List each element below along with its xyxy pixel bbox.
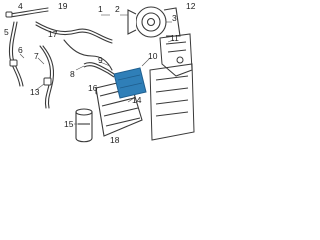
callout-18: 18 xyxy=(110,135,120,145)
callout-2: 2 xyxy=(115,4,120,14)
parts-diagram: 1 2 3 4 5 6 7 8 9 10 11 12 13 14 15 16 1… xyxy=(0,0,200,147)
mounting-bracket xyxy=(159,33,193,77)
callout-9: 9 xyxy=(98,55,103,65)
heat-shield xyxy=(149,63,195,141)
callout-15: 15 xyxy=(64,119,74,129)
module-hose xyxy=(83,62,115,78)
callout-8: 8 xyxy=(70,69,75,79)
callout-6: 6 xyxy=(18,45,23,55)
callout-12: 12 xyxy=(186,1,196,11)
leader-lines xyxy=(19,14,175,125)
callout-16: 16 xyxy=(88,83,98,93)
parts-drawing xyxy=(5,6,195,143)
callout-10: 10 xyxy=(148,51,158,61)
callout-17: 17 xyxy=(48,29,58,39)
callout-3: 3 xyxy=(172,13,177,23)
callout-4: 4 xyxy=(18,1,23,11)
callout-1: 1 xyxy=(98,4,103,14)
callout-13: 13 xyxy=(30,87,40,97)
callout-11: 11 xyxy=(170,33,179,43)
callout-19: 19 xyxy=(58,1,68,11)
callout-5: 5 xyxy=(4,27,9,37)
callout-14: 14 xyxy=(132,95,142,105)
callout-7: 7 xyxy=(34,51,39,61)
accumulator xyxy=(75,108,93,143)
highlighted-module xyxy=(113,67,147,99)
